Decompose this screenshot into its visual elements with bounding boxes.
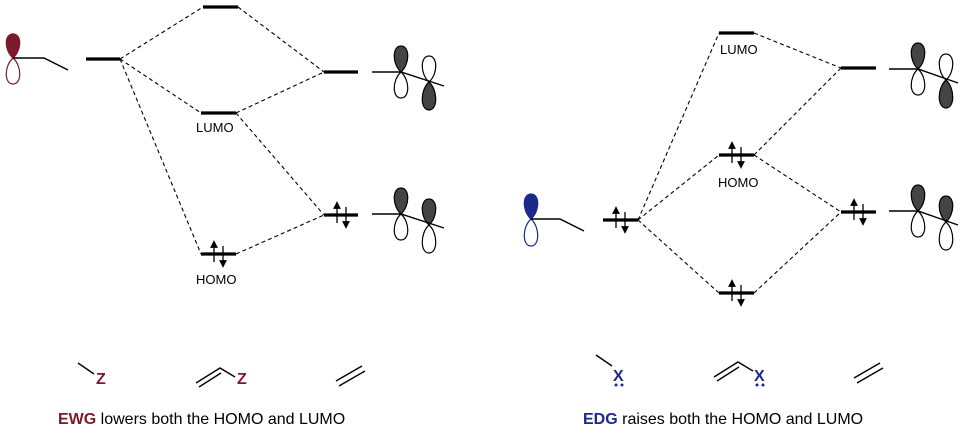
left-substituent-lobe-bottom — [5, 57, 21, 85]
right-x-lone-pair-dot — [761, 383, 765, 387]
left-substituent-lobe-top — [5, 33, 21, 59]
right-substituent-orbital — [523, 193, 585, 247]
left-ethylene-pi-star-orbitals — [372, 45, 445, 111]
right-vinyl-x-structure: X — [713, 361, 765, 387]
right-caption-edg: EDG — [583, 411, 618, 428]
left-ethylene-structure — [335, 365, 366, 387]
left-correlation-lines — [119, 6, 325, 255]
right-x-lone-pair-dot — [755, 383, 759, 387]
left-homo-label: HOMO — [196, 272, 236, 287]
left-caption-ewg: EWG — [58, 411, 97, 428]
left-substituent-orbital — [5, 33, 69, 85]
left-lumo-label: LUMO — [196, 120, 234, 135]
right-x-label: X — [613, 368, 624, 385]
right-caption-text: raises both the HOMO and LUMO — [617, 411, 864, 428]
right-ethylene-pi-orbitals — [889, 184, 959, 251]
right-ethylene-structure — [853, 362, 884, 384]
left-z-label: Z — [96, 371, 106, 388]
left-z-label-2: Z — [237, 371, 247, 388]
right-substituent-lobe-top — [523, 193, 539, 220]
left-caption: EWG lowers both the HOMO and LUMO — [58, 411, 345, 429]
right-lumo-label: LUMO — [720, 42, 758, 57]
left-substituent-bond — [13, 57, 69, 71]
left-vinyl-z-structure: Z — [195, 367, 247, 388]
right-caption: EDG raises both the HOMO and LUMO — [583, 411, 863, 429]
left-ethylene-pi-electrons — [333, 201, 350, 229]
right-substituent-electrons — [612, 206, 629, 234]
right-correlation-lines — [637, 32, 842, 294]
right-ethylene-pi-electrons — [850, 198, 867, 226]
right-ethylene-pi-star-orbitals — [889, 42, 959, 109]
left-homo-electrons — [210, 240, 227, 268]
right-x-lone-pair-dot — [620, 383, 624, 387]
right-x-label-2: X — [754, 368, 765, 385]
right-bonding-electrons — [728, 279, 745, 307]
right-substituent-lobe-bottom — [523, 218, 539, 247]
left-caption-text: lowers both the HOMO and LUMO — [96, 411, 346, 428]
right-edg-panel: LUMO HOMO X X — [523, 31, 959, 387]
right-x-lone-pair-dot — [614, 383, 618, 387]
right-methyl-x-structure: X — [595, 354, 624, 387]
left-methyl-z-structure: Z — [77, 362, 106, 388]
right-homo-electrons — [728, 141, 745, 169]
left-ethylene-pi-orbitals — [372, 187, 445, 254]
right-homo-label: HOMO — [718, 175, 758, 190]
left-ewg-panel: LUMO HOMO Z Z — [5, 5, 445, 388]
